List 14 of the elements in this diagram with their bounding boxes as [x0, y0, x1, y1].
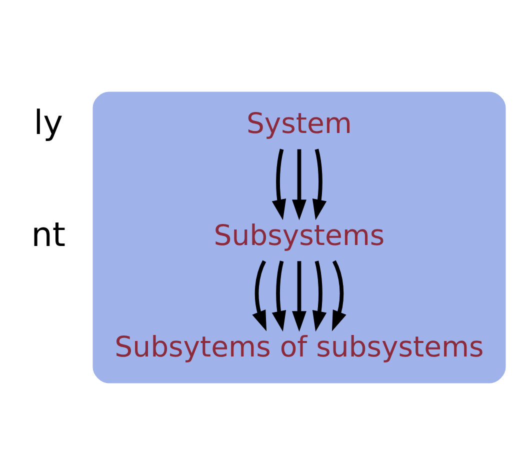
arrow: [312, 148, 327, 220]
label: ly: [34, 102, 63, 142]
arrow: [312, 260, 327, 332]
cluster: [92, 91, 506, 383]
node-text: System: [246, 106, 352, 140]
arrow: [252, 260, 267, 331]
node-text: Subsytems of subsystems: [114, 330, 484, 363]
node-text: Subsystems: [214, 218, 385, 252]
arrow: [292, 260, 306, 332]
arrow: [272, 260, 286, 332]
label: nt: [31, 214, 66, 254]
arrow: [332, 260, 346, 331]
arrow: [292, 148, 306, 220]
arrow: [272, 148, 286, 220]
